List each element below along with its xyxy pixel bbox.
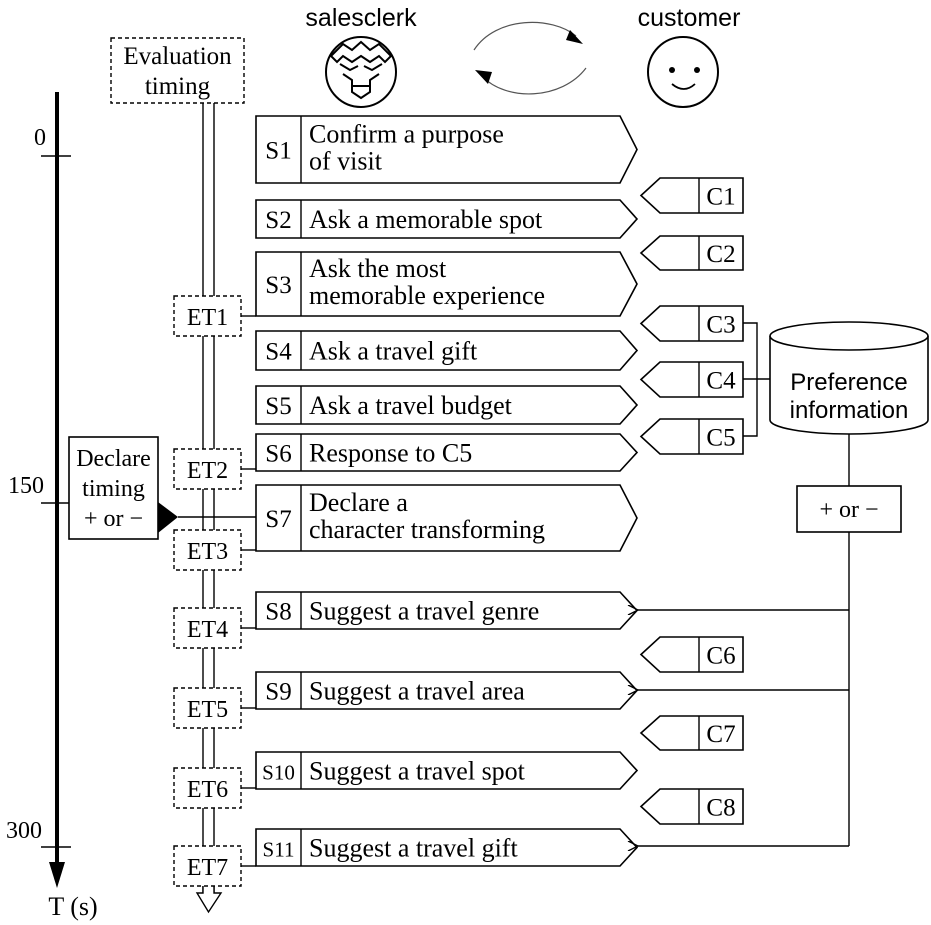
response-id: C1	[706, 184, 735, 211]
exchange-arrows-icon	[473, 21, 587, 95]
response-c5: C5	[639, 418, 744, 455]
step-text-line-2: of visit	[309, 147, 383, 176]
response-c3: C3	[639, 305, 744, 342]
evaluation-point-label: ET2	[187, 458, 228, 484]
preference-bracket	[743, 322, 770, 437]
time-axis-label: T (s)	[48, 892, 97, 921]
step-id: S7	[265, 506, 291, 533]
step-s10: S10 Suggest a travel spot	[255, 751, 639, 790]
timeline-down-arrow-icon	[195, 884, 223, 914]
preference-information-database: Preference information	[769, 321, 929, 435]
smiley-face-icon	[647, 36, 719, 108]
robot-face-icon	[325, 36, 397, 108]
response-c7: C7	[639, 715, 744, 751]
step-text: Suggest a travel genre	[309, 597, 539, 626]
response-c1: C1	[639, 177, 744, 214]
salesclerk-label: salesclerk	[305, 4, 417, 32]
step-text: Ask a travel gift	[309, 337, 478, 366]
declare-timing-line-1: Declare	[76, 446, 151, 472]
step-text: Suggest a travel gift	[309, 834, 518, 863]
declare-timing-pointer-icon	[158, 502, 178, 533]
step-id: S6	[265, 441, 291, 468]
customer-label: customer	[638, 4, 741, 32]
evaluation-point-et1: ET1	[173, 295, 256, 337]
step-id: S5	[265, 393, 291, 420]
declare-timing-box: Declare timing + or −	[68, 436, 159, 540]
step-id: S8	[265, 599, 291, 626]
time-axis: 0 150 300 T (s)	[6, 92, 98, 921]
response-c8: C8	[639, 788, 744, 825]
evaluation-timeline	[202, 103, 215, 893]
step-s6: S6 Response to C5	[255, 433, 639, 472]
step-s11: S11 Suggest a travel gift	[255, 828, 639, 867]
evaluation-point-label: ET4	[187, 617, 228, 643]
step-text-line-2: memorable experience	[309, 281, 545, 310]
step-text: Suggest a travel area	[309, 677, 525, 706]
step-id: S9	[265, 679, 291, 706]
evaluation-point-et3: ET3	[173, 529, 256, 571]
step-text: Suggest a travel spot	[309, 757, 526, 786]
evaluation-point-et5: ET5	[173, 687, 256, 729]
sign-box: + or −	[796, 485, 902, 533]
evaluation-point-label: ET3	[187, 539, 228, 565]
declare-timing-line-2: timing	[82, 476, 145, 502]
step-s5: S5 Ask a travel budget	[255, 385, 639, 425]
step-text-line-1: Ask the most	[309, 254, 447, 283]
step-id: S10	[262, 761, 295, 785]
step-text: Response to C5	[309, 439, 472, 468]
response-id: C8	[706, 795, 735, 822]
evaluation-point-label: ET1	[187, 305, 228, 331]
preference-line-2: information	[790, 397, 909, 424]
step-id: S11	[263, 838, 295, 862]
step-s4: S4 Ask a travel gift	[255, 330, 639, 371]
step-s9: S9 Suggest a travel area	[255, 671, 639, 710]
evaluation-point-et4: ET4	[173, 607, 256, 649]
evaluation-point-label: ET7	[187, 855, 228, 881]
evaluation-point-label: ET6	[187, 777, 228, 803]
evaluation-timing-line-2: timing	[145, 73, 211, 100]
time-tick-0: 0	[34, 125, 46, 151]
response-c6: C6	[639, 636, 744, 673]
evaluation-point-et7: ET7	[173, 845, 256, 887]
step-s8: S8 Suggest a travel genre	[255, 591, 639, 630]
step-text: Ask a travel budget	[309, 391, 513, 420]
response-id: C2	[706, 241, 735, 268]
step-id: S1	[265, 138, 291, 165]
response-id: C6	[706, 643, 735, 670]
declare-timing-line-3: + or −	[84, 506, 143, 532]
step-text-line-2: character transforming	[309, 515, 545, 544]
step-text-line-1: Confirm a purpose	[309, 120, 504, 149]
response-c4: C4	[639, 361, 744, 398]
sign-label: + or −	[819, 497, 878, 523]
response-c2: C2	[639, 235, 744, 271]
time-tick-300: 300	[6, 818, 42, 844]
step-text: Ask a memorable spot	[309, 205, 543, 234]
response-id: C4	[706, 368, 736, 395]
step-id: S3	[265, 272, 291, 299]
step-text-line-1: Declare a	[309, 488, 408, 517]
step-s2: S2 Ask a memorable spot	[255, 199, 639, 239]
evaluation-timing-line-1: Evaluation	[123, 43, 232, 70]
preference-line-1: Preference	[790, 369, 907, 396]
time-tick-150: 150	[8, 473, 44, 499]
step-id: S2	[265, 207, 291, 234]
evaluation-point-et6: ET6	[173, 767, 256, 809]
response-id: C3	[706, 312, 735, 339]
response-id: C7	[706, 721, 735, 748]
evaluation-point-et2: ET2	[173, 448, 256, 490]
step-id: S4	[265, 339, 292, 366]
response-id: C5	[706, 425, 735, 452]
evaluation-point-label: ET5	[187, 697, 228, 723]
evaluation-timing-box: Evaluation timing	[110, 37, 245, 104]
